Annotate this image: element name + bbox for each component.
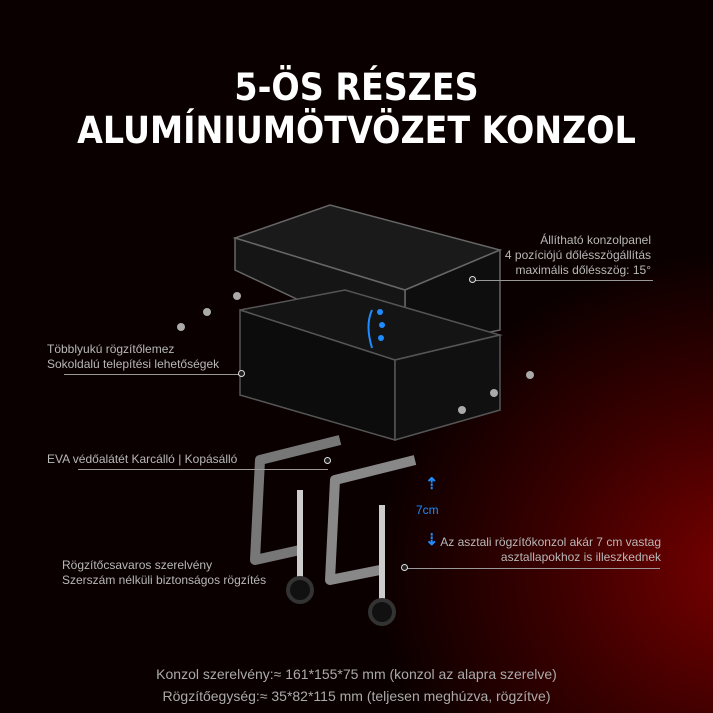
page-title: 5-ÖS RÉSZES ALUMÍNIUMÖTVÖZET KONZOL [77,66,636,152]
clamp-left [250,435,342,604]
callout-text: Szerszám nélküli biztonságos rögzítés [62,573,267,587]
callout-line [64,374,242,375]
arrow-down-icon: ⇣ [425,532,439,549]
spec-clamp: Rögzítőegység:≈ 35*82*115 mm (teljesen m… [162,688,551,704]
callout-text: Állítható konzolpanel [540,233,651,247]
callout-line [473,280,653,281]
spec-console: Konzol szerelvény:≈ 161*155*75 mm (konzo… [156,666,557,682]
callout-text: Az asztali rögzítőkonzol akár 7 cm vasta… [440,535,661,549]
callout-line [78,469,328,470]
thickness-label: 7cm [416,503,439,517]
callout-marker [401,564,408,571]
callout-eva: EVA védőalátét Karcálló | Kopásálló [47,452,238,466]
callout-text: maximális dőlésszög: 15° [515,263,651,277]
callout-marker [238,370,245,377]
callout-table: Az asztali rögzítőkonzol akár 7 cm vasta… [440,535,661,565]
callout-marker [469,276,476,283]
callout-line [405,568,660,569]
screws [177,292,534,414]
callout-screw: Rögzítőcsavaros szerelvény Szerszám nélk… [62,558,266,588]
clamp-right [325,455,417,626]
callout-text: Többlyukú rögzítőlemez [47,342,175,356]
callout-text: asztallapokhoz is illeszkednek [500,550,661,564]
callout-marker [324,457,331,464]
callout-plate: Többlyukú rögzítőlemez Sokoldalú telepít… [47,342,219,372]
arrow-up-icon: ⇡ [425,476,439,493]
callout-text: 4 pozíciójú dőlésszögállítás [504,248,651,262]
tilt-indicator [367,309,385,349]
callout-text: Rögzítőcsavaros szerelvény [62,558,213,572]
callout-panel: Állítható konzolpanel 4 pozíciójú dőléss… [505,233,651,278]
callout-text: Sokoldalú telepítési lehetőségek [47,357,220,371]
mounting-plate [239,289,503,441]
